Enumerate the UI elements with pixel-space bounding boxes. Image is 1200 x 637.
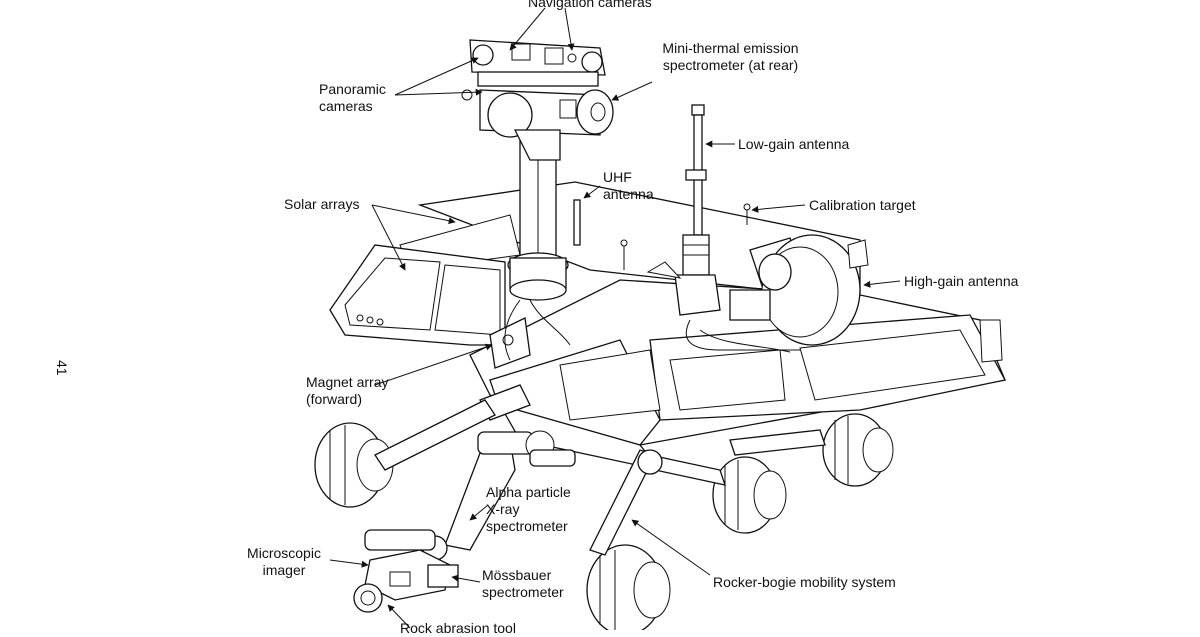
label-high-gain-antenna: High-gain antenna	[904, 273, 1019, 289]
label-microscopic-imager: Microscopic imager	[247, 545, 321, 578]
label-mossbauer: Mössbauer spectrometer	[482, 567, 564, 600]
label-navigation-cameras: Navigation cameras	[528, 0, 652, 10]
wheel-middle-right	[712, 456, 787, 534]
leader-lines	[329, 7, 901, 629]
label-uhf-antenna: UHF antenna	[603, 169, 654, 202]
label-solar-arrays: Solar arrays	[284, 196, 360, 212]
label-alpha-particle: Alpha particle X-ray spectrometer	[486, 484, 571, 534]
label-magnet-array: Magnet array (forward)	[306, 374, 389, 407]
label-mini-tes: Mini-thermal emission spectrometer (at r…	[662, 40, 799, 73]
rover-illustration	[314, 39, 1006, 630]
label-rocker-bogie: Rocker-bogie mobility system	[713, 574, 896, 590]
label-rock-abrasion-tool: Rock abrasion tool	[400, 620, 516, 636]
label-panoramic-cameras: Panoramic cameras	[319, 81, 386, 114]
page-number: 41	[54, 360, 70, 376]
label-calibration-target: Calibration target	[809, 197, 916, 213]
wheel-front-right	[586, 544, 671, 630]
label-low-gain-antenna: Low-gain antenna	[738, 136, 850, 152]
wheel-rear-right	[822, 413, 894, 487]
